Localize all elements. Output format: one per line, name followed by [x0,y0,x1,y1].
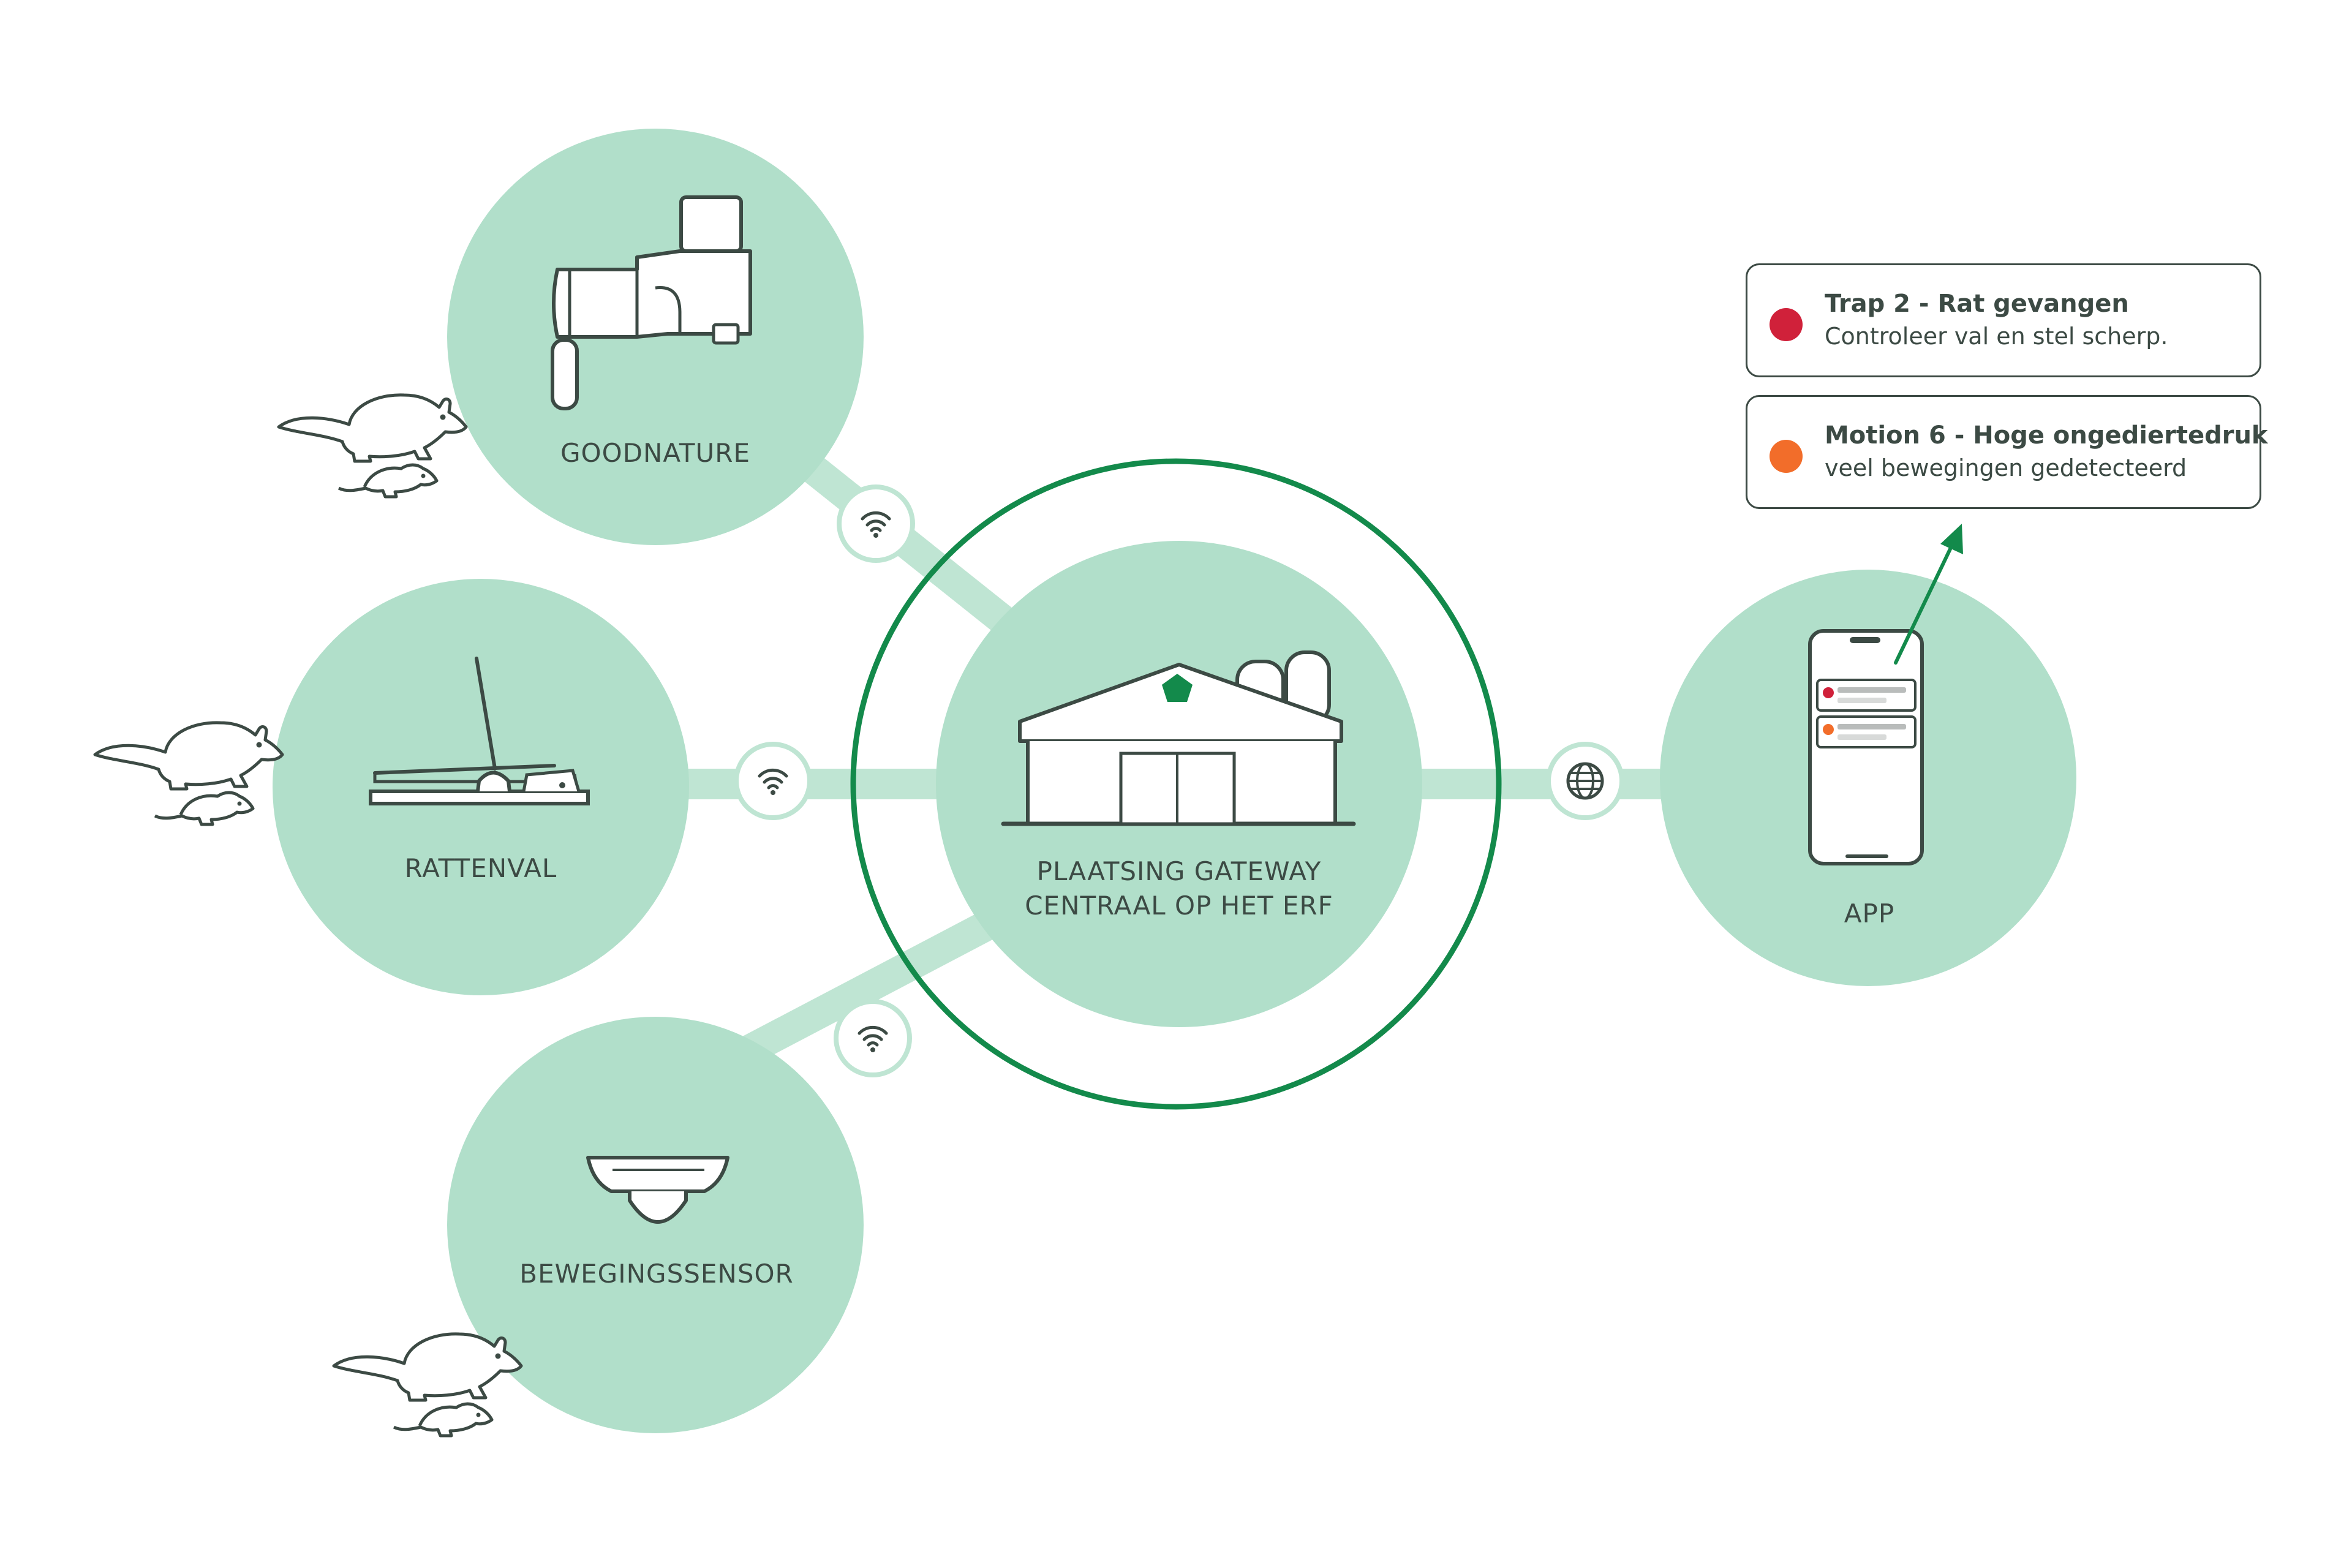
gateway-farm-icon [1001,650,1356,826]
alert-orange-dot-icon [1770,440,1803,473]
notification-title: Trap 2 - Rat gevangen [1825,290,2129,318]
wifi-icon [837,484,915,563]
notification-title: Motion 6 - Hoge ongediertedruk [1825,421,2268,450]
rat-icon [279,395,466,497]
gateway-label-line1: PLAATSING GATEWAY [1036,856,1322,886]
bewegingssensor-label: BEWEGINGSSENSOR [519,1259,794,1289]
app-label: APP [1844,899,1895,929]
wifi-icon [734,742,812,820]
snap-trap-icon [369,657,590,805]
notification-arrow [1894,524,1963,665]
phone-icon [1808,629,1924,865]
rat-icon [95,723,282,824]
motion-sensor-icon [586,1156,729,1224]
notification-card-motion[interactable]: Motion 6 - Hoge ongediertedruk veel bewe… [1746,395,2268,509]
notification-text: Controleer val en stel scherp. [1825,323,2168,350]
alert-red-dot-icon [1770,308,1803,341]
notification-card-trap[interactable]: Trap 2 - Rat gevangen Controleer val en … [1746,263,2261,377]
rat-icon [334,1334,521,1436]
goodnature-label: GOODNATURE [560,438,751,468]
notification-text: veel bewegingen gedetecteerd [1825,454,2187,481]
globe-icon [1546,742,1624,820]
gateway-label-line2: CENTRAAL OP HET ERF [1025,891,1333,921]
gateway-range-ring [850,458,1502,1110]
gateway-label: PLAATSING GATEWAY CENTRAAL OP HET ERF [965,854,1393,923]
wifi-icon [834,999,912,1077]
goodnature-trap-icon [551,195,752,410]
rattenval-label: RATTENVAL [404,853,557,883]
bewegingssensor-node [447,1017,864,1433]
